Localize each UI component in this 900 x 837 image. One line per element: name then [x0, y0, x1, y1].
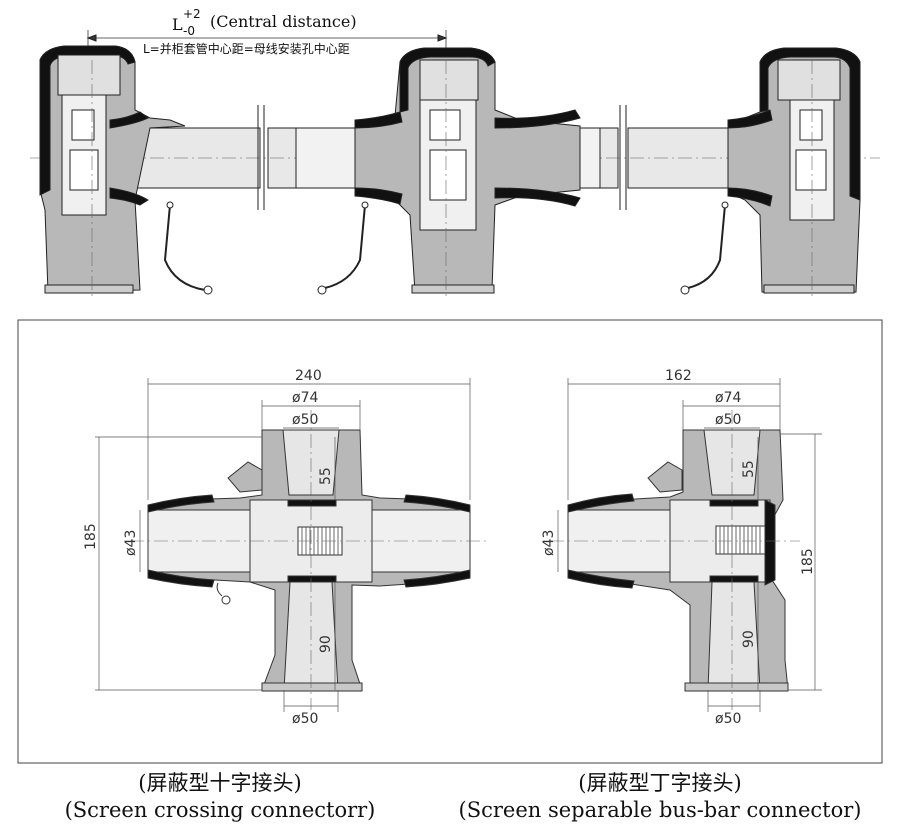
assembly-drawing: L +2 -0 (Central distance) L=并柜套管中心距=母线安… — [30, 7, 880, 300]
tolerance-upper: +2 — [183, 7, 201, 21]
tee-bore-43: ø43 — [541, 530, 557, 556]
crossing-dia-74: ø74 — [292, 390, 318, 406]
detail-panel-frame — [17, 319, 883, 764]
crossing-dia-50-bottom: ø50 — [292, 711, 318, 727]
caption-tee: (屏蔽型丁字接头) (Screen separable bus-bar conn… — [425, 770, 895, 824]
tee-depth-90: 90 — [741, 630, 757, 648]
central-distance-label: (Central distance) — [210, 12, 357, 31]
crossing-width-240: 240 — [295, 368, 322, 384]
tolerance-symbol: L — [172, 15, 183, 34]
tee-dimensions — [557, 378, 822, 712]
connector-left — [39, 45, 213, 295]
caption-crossing-en: (Screen crossing connectorr) — [64, 798, 376, 822]
connector-right — [680, 47, 861, 295]
tee-connector-detail — [550, 410, 800, 710]
crossing-depth-90: 90 — [318, 635, 334, 653]
crossing-bore-43: ø43 — [123, 530, 139, 556]
tee-dia-74: ø74 — [715, 390, 741, 406]
tee-dia-50-bottom: ø50 — [715, 711, 741, 727]
tee-height-185: 185 — [800, 548, 816, 575]
caption-crossing: (屏蔽型十字接头) (Screen crossing connectorr) — [30, 770, 410, 824]
tolerance-lower: -0 — [183, 24, 195, 38]
tee-dia-50-top: ø50 — [715, 412, 741, 428]
crossing-depth-55: 55 — [318, 467, 334, 485]
tee-width-162: 162 — [665, 368, 692, 384]
crossing-dimensions — [95, 378, 471, 712]
central-distance-dimension: L +2 -0 (Central distance) L=并柜套管中心距=母线安… — [86, 7, 448, 56]
crossing-height-185: 185 — [83, 523, 99, 550]
crossing-connector-detail — [130, 410, 490, 710]
crossing-dia-50-top: ø50 — [292, 412, 318, 428]
caption-tee-cn: (屏蔽型丁字接头) — [578, 771, 742, 795]
tee-depth-55: 55 — [741, 460, 757, 478]
connector-middle — [317, 47, 581, 295]
caption-tee-en: (Screen separable bus-bar connector) — [458, 798, 862, 822]
caption-crossing-cn: (屏蔽型十字接头) — [138, 771, 302, 795]
definition-label: L=并柜套管中心距=母线安装孔中心距 — [143, 41, 350, 56]
